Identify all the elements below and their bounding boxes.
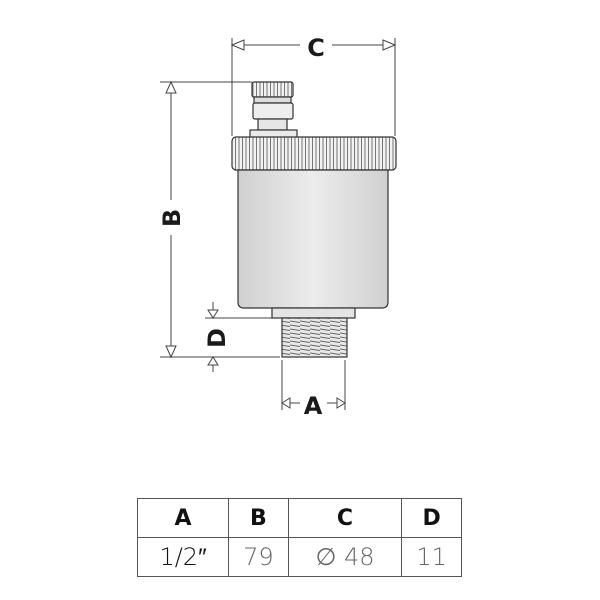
value-d: 11 [401,537,462,577]
dimension-label-b: B [158,209,186,227]
header-d: D [401,498,462,538]
header-b: B [228,498,289,538]
dimension-label-a: A [304,392,323,420]
dimension-label-c: C [307,34,325,62]
value-a: 1/2″ [136,537,230,577]
dimensions-table: A B C D 1/2″ 79 ∅ 48 11 [136,498,462,577]
value-c: ∅ 48 [287,537,403,577]
dimension-label-d: D [203,328,231,348]
valve-body [231,81,397,358]
header-c: C [287,498,403,538]
table-row: 1/2″ 79 ∅ 48 11 [136,537,462,577]
table-header-row: A B C D [136,498,462,538]
dimension-lines [160,38,397,410]
value-b: 79 [228,537,289,577]
header-a: A [136,498,230,538]
